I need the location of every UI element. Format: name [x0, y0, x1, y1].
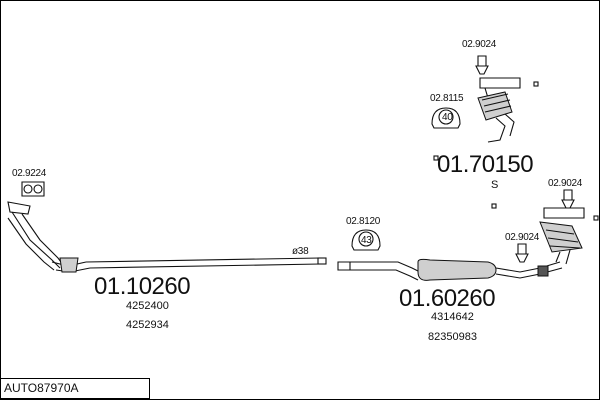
right-catalytic-converter	[539, 207, 585, 265]
clamp-upper-small-label: 02.8115	[430, 93, 464, 104]
clamp-43-icon	[351, 229, 381, 251]
upper-clamp-top-icon	[475, 55, 489, 75]
middle-ref-2: 82350983	[428, 331, 477, 343]
clamp-40-icon	[431, 107, 461, 129]
clamp-mid-label: 02.8120	[346, 216, 381, 227]
front-ref-1: 4252400	[126, 300, 169, 312]
clamp-right-lower-label: 02.9024	[505, 232, 540, 243]
pipe-diameter-label: ø38	[292, 246, 309, 257]
right-end-marker	[593, 215, 599, 221]
model-code-box: AUTO87970A	[0, 378, 150, 399]
clamp-right-label: 02.9024	[548, 178, 583, 189]
upper-part-suffix: S	[491, 179, 498, 191]
clamp-left-icon	[21, 181, 45, 197]
upper-end-marker	[533, 81, 539, 87]
upper-catalytic-converter	[477, 77, 521, 143]
upper-s-marker	[433, 155, 439, 161]
clamp-left-label: 02.9224	[12, 168, 47, 179]
middle-part-number: 01.60260	[399, 285, 495, 312]
front-ref-2: 4252934	[126, 319, 169, 331]
clamp-43-mark: 43	[361, 235, 372, 246]
middle-ref-1: 4314642	[431, 311, 474, 323]
front-pipe	[7, 201, 327, 273]
clamp-right-icon	[561, 189, 575, 209]
clamp-right-lower-icon	[515, 243, 529, 263]
clamp-40-mark: 40	[442, 112, 453, 123]
right-upper-marker	[491, 203, 497, 209]
upper-part-number: 01.70150	[437, 151, 533, 178]
front-part-number: 01.10260	[94, 273, 190, 300]
middle-silencer	[337, 258, 563, 281]
clamp-top-label: 02.9024	[462, 39, 497, 50]
